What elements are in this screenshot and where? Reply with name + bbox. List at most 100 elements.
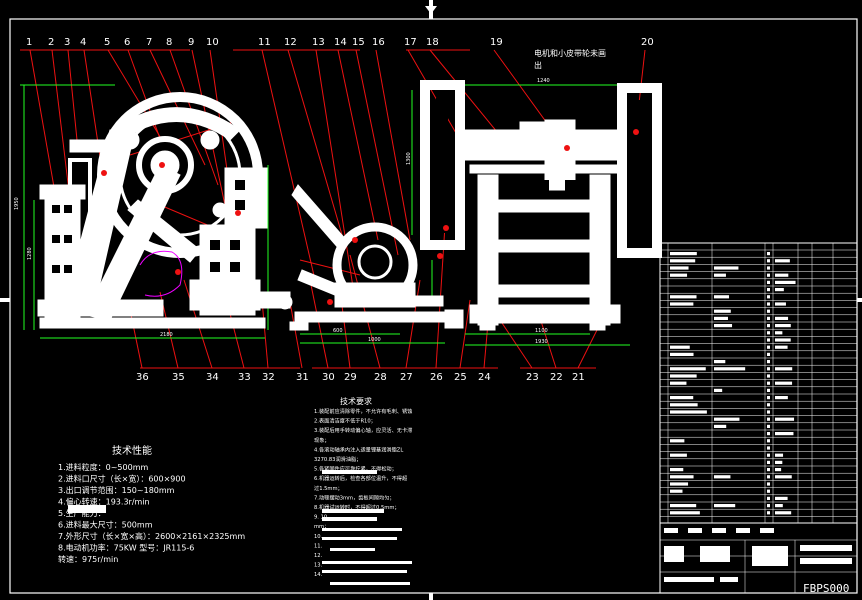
dim-left-height-1: 1950 [14, 197, 20, 210]
balloon-17: 17 [404, 37, 417, 48]
title-block: FBPS000 [659, 522, 858, 595]
dimension-lines [20, 84, 650, 346]
balloon-35: 35 [172, 372, 185, 383]
balloon-33: 33 [238, 372, 251, 383]
title-block-text-1 [800, 545, 852, 551]
dim-left-width: 2180 [160, 332, 173, 338]
requirements-blanks [68, 470, 412, 585]
requirement-line: 9. 10. [314, 515, 329, 521]
performance-line: 6.进料最大尺寸：500mm [58, 520, 153, 530]
balloon-27: 27 [400, 372, 413, 383]
balloon-32: 32 [262, 372, 275, 383]
technical-performance: 技术性能 1.进料粒度：0~500mm2.进料口尺寸（长×宽）：600×9003… [58, 444, 245, 564]
requirement-line: 13. [314, 563, 323, 569]
view-note-line-1: 电机和小皮带轮未画 [534, 48, 606, 58]
requirement-line: 2.表面清洁度不低于R10； [314, 417, 376, 425]
balloon-23: 23 [526, 372, 539, 383]
balloon-13: 13 [312, 37, 325, 48]
base-point-2 [437, 253, 443, 259]
balloon-21: 21 [572, 372, 585, 383]
dim-right-width-1: 1100 [535, 328, 548, 334]
performance-line: 2.进料口尺寸（长×宽）：600×900 [58, 474, 186, 484]
balloon-2: 2 [48, 37, 54, 48]
performance-line: 1.进料粒度：0~500mm [58, 462, 148, 472]
requirement-line: 1.装配前应清除零件，不允许有毛刺、锈蚀 [314, 407, 412, 415]
requirement-line: 4.各滚动轴承内注入适量锂基润滑脂ZL [314, 445, 403, 453]
title-block-name-box [752, 546, 788, 566]
balloon-5: 5 [104, 37, 110, 48]
performance-line: 3.出口调节范围：150~180mm [58, 485, 175, 495]
dim-right-width-2: 1930 [535, 339, 548, 345]
balloon-10: 10 [206, 37, 219, 48]
dimension-texts: 1950 1280 2180 600 1000 1240 1300 1100 1… [14, 78, 550, 345]
balloon-12: 12 [284, 37, 297, 48]
frame-point [101, 170, 107, 176]
balloon-28: 28 [374, 372, 387, 383]
balloon-29: 29 [344, 372, 357, 383]
requirement-line: 14. [314, 572, 323, 578]
balloon-11: 11 [258, 37, 271, 48]
performance-line: 4.偏心转速：193.3r/min [58, 497, 150, 507]
balloon-18: 18 [426, 37, 439, 48]
balloon-34: 34 [206, 372, 219, 383]
requirements-title: 技术要求 [340, 396, 372, 406]
performance-line: 转速：975r/min [58, 554, 118, 564]
base-point [327, 299, 333, 305]
requirement-line: 7.动颚摆动3mm，齿板间隙均匀； [314, 493, 395, 501]
balloon-22: 22 [550, 372, 563, 383]
right-point-1 [443, 225, 449, 231]
requirement-line: mm； [314, 524, 329, 530]
balloon-14: 14 [334, 37, 347, 48]
requirement-line: 8.机器试运转时，不得超过0.5mm； [314, 503, 400, 511]
requirement-line: 6.机器运转后，检查各部位温升，不得超 [314, 474, 408, 482]
swing-arc [139, 250, 183, 297]
eccentric-center [159, 162, 165, 168]
requirement-line: 10. [314, 534, 323, 540]
balloon-36: 36 [136, 372, 149, 383]
dim-right-top: 1240 [537, 78, 550, 84]
requirement-line: 3.装配后用手转动偏心轴，应灵活、无卡滞 [314, 426, 412, 434]
balloon-20: 20 [641, 37, 654, 48]
left-side-view [37, 92, 291, 329]
dim-right-height: 1300 [406, 152, 412, 165]
balloon-6: 6 [124, 37, 130, 48]
dim-left-height-2: 1280 [27, 247, 33, 260]
balloon-30: 30 [322, 372, 335, 383]
right-point-2 [564, 145, 570, 151]
requirement-line: 3270.83润滑油脂； [314, 455, 361, 463]
balloon-8: 8 [166, 37, 172, 48]
drawing-code: FBPS000 [803, 582, 849, 595]
balloon-31: 31 [296, 372, 309, 383]
pivot-point [235, 210, 241, 216]
balloon-15: 15 [352, 37, 365, 48]
toggle-point [175, 269, 181, 275]
technical-requirements: 技术要求 1.装配前应清除零件，不允许有毛刺、锈蚀2.表面清洁度不低于R10；3… [68, 396, 412, 585]
balloon-numbers-bottom: 36 35 34 33 32 31 30 29 28 27 26 25 24 23 22 21 [136, 372, 585, 383]
balloon-25: 25 [454, 372, 467, 383]
dim-mid-width-1: 600 [333, 328, 343, 334]
balloon-7: 7 [146, 37, 152, 48]
balloon-19: 19 [490, 37, 503, 48]
balloon-3: 3 [64, 37, 70, 48]
top-centering-mark [425, 6, 437, 14]
left-view-openings [52, 180, 245, 273]
parts-list-table [659, 242, 858, 524]
balloon-24: 24 [478, 372, 491, 383]
requirement-line: 12. [314, 553, 323, 559]
balloon-4: 4 [80, 37, 86, 48]
balloon-26: 26 [430, 372, 443, 383]
motor-point [352, 237, 358, 243]
right-point-3 [633, 129, 639, 135]
requirement-line: 过1.5mm； [314, 484, 343, 492]
balloon-16: 16 [372, 37, 385, 48]
balloon-1: 1 [26, 37, 32, 48]
performance-line: 8.电动机功率：75KW 型号：JR115-6 [58, 543, 194, 553]
balloon-9: 9 [188, 37, 194, 48]
requirement-line: 11. [314, 543, 323, 549]
title-block-text-2 [800, 558, 852, 564]
requirement-line: 5.各紧固件应可靠拧紧，不得松动； [314, 465, 397, 473]
requirement-line: 现象； [314, 436, 330, 444]
